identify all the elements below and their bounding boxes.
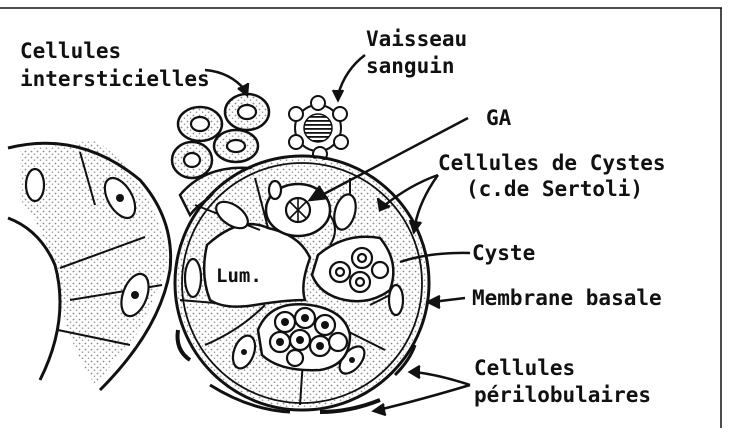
label-ga: GA: [486, 106, 512, 130]
label-interstitial-line1: Cellules: [20, 39, 121, 63]
label-vessel-line2: sanguin: [366, 54, 455, 78]
label-vessel-line1: Vaisseau: [366, 27, 467, 51]
adjacent-lobule: [8, 140, 171, 390]
label-cyst-cells-line1: Cellules de Cystes: [438, 151, 666, 175]
label-basal-membrane: Membrane basale: [472, 286, 662, 310]
label-cyst-cells-line2: (c.de Sertoli): [466, 177, 643, 201]
label-interstitial-line2: intersticielles: [20, 67, 210, 91]
lobule: [175, 156, 429, 410]
label-lumen: Lum.: [216, 265, 262, 287]
label-perilobular-line1: Cellules: [474, 356, 575, 380]
label-perilobular-line2: périlobulaires: [474, 383, 651, 407]
label-cyst: Cyste: [472, 241, 535, 265]
blood-vessel: [289, 96, 348, 161]
